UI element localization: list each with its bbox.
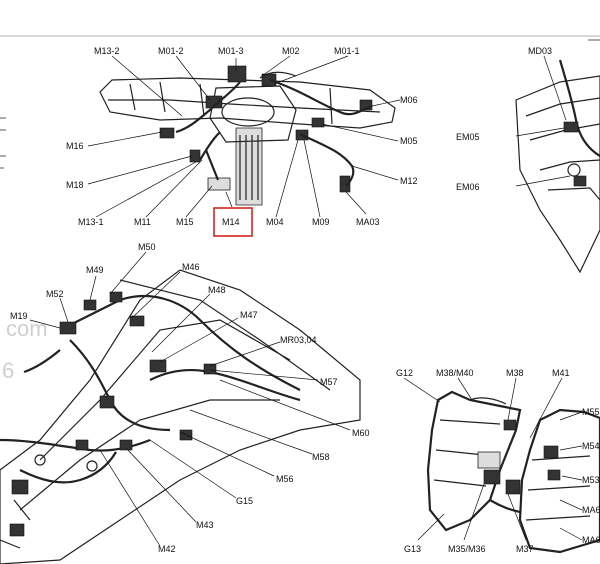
- label-m05: M05: [400, 136, 418, 146]
- label-m37: M37: [516, 544, 534, 554]
- label-m43: M43: [196, 520, 214, 530]
- label-m42: M42: [158, 544, 176, 554]
- label-m16: M16: [66, 141, 84, 151]
- label-ma-b: MA6: [582, 535, 600, 545]
- label-m18: M18: [66, 180, 84, 190]
- highlight-box-m14: [213, 207, 253, 237]
- label-m13-2: M13-2: [94, 46, 120, 56]
- label-m04: M04: [266, 217, 284, 227]
- floor-harness-drawing: [0, 269, 361, 564]
- label-m38-m40: M38/M40: [436, 368, 474, 378]
- label-m15: M15: [176, 217, 194, 227]
- label-m50: M50: [138, 242, 156, 252]
- label-m14: M14: [222, 217, 240, 227]
- watermark-text-1: com: [6, 316, 48, 341]
- label-m01-3: M01-3: [218, 46, 244, 56]
- label-m09: M09: [312, 217, 330, 227]
- label-mr03-04: MR03,04: [280, 335, 317, 345]
- label-ma03: MA03: [356, 217, 380, 227]
- label-m46: M46: [182, 262, 200, 272]
- label-m11: M11: [134, 217, 151, 227]
- watermark-text-2: 6: [2, 358, 14, 383]
- label-m54: M54: [582, 441, 600, 451]
- engine-bay-drawing: [515, 59, 600, 274]
- label-m49: M49: [86, 265, 104, 275]
- label-m38: M38: [506, 368, 524, 378]
- steering-column-drawing: [99, 65, 396, 206]
- label-ma-a: MA6: [582, 505, 600, 515]
- label-m52: M52: [46, 289, 64, 299]
- label-m47: M47: [240, 310, 258, 320]
- label-m12: M12: [400, 176, 418, 186]
- top-left-leader-lines: [87, 55, 401, 218]
- top-right-leader-lines: [515, 55, 571, 187]
- label-m60: M60: [352, 428, 370, 438]
- label-m56: M56: [276, 474, 294, 484]
- label-g15: G15: [236, 496, 253, 506]
- label-m01-2: M01-2: [158, 46, 184, 56]
- label-m41: M41: [552, 368, 570, 378]
- seat-harness-drawing: [426, 390, 600, 554]
- label-m02: M02: [282, 46, 300, 56]
- bottom-left-leader-lines: [29, 251, 351, 547]
- label-m13-1: M13-1: [78, 217, 104, 227]
- label-m06: M06: [400, 95, 418, 105]
- label-g12: G12: [396, 368, 413, 378]
- label-m58: M58: [312, 452, 330, 462]
- label-m01-1: M01-1: [334, 46, 360, 56]
- label-m48: M48: [208, 285, 226, 295]
- label-m57: M57: [320, 377, 338, 387]
- label-m35-m36: M35/M36: [448, 544, 486, 554]
- label-m55: M55: [582, 407, 600, 417]
- bottom-right-leader-lines: [403, 377, 583, 541]
- label-md03: MD03: [528, 46, 552, 56]
- label-em06: EM06: [456, 182, 480, 192]
- label-em05: EM05: [456, 132, 480, 142]
- label-g13: G13: [404, 544, 421, 554]
- label-m19: M19: [10, 311, 28, 321]
- label-m53: M53: [582, 475, 600, 485]
- left-edge-fragments: [0, 117, 6, 169]
